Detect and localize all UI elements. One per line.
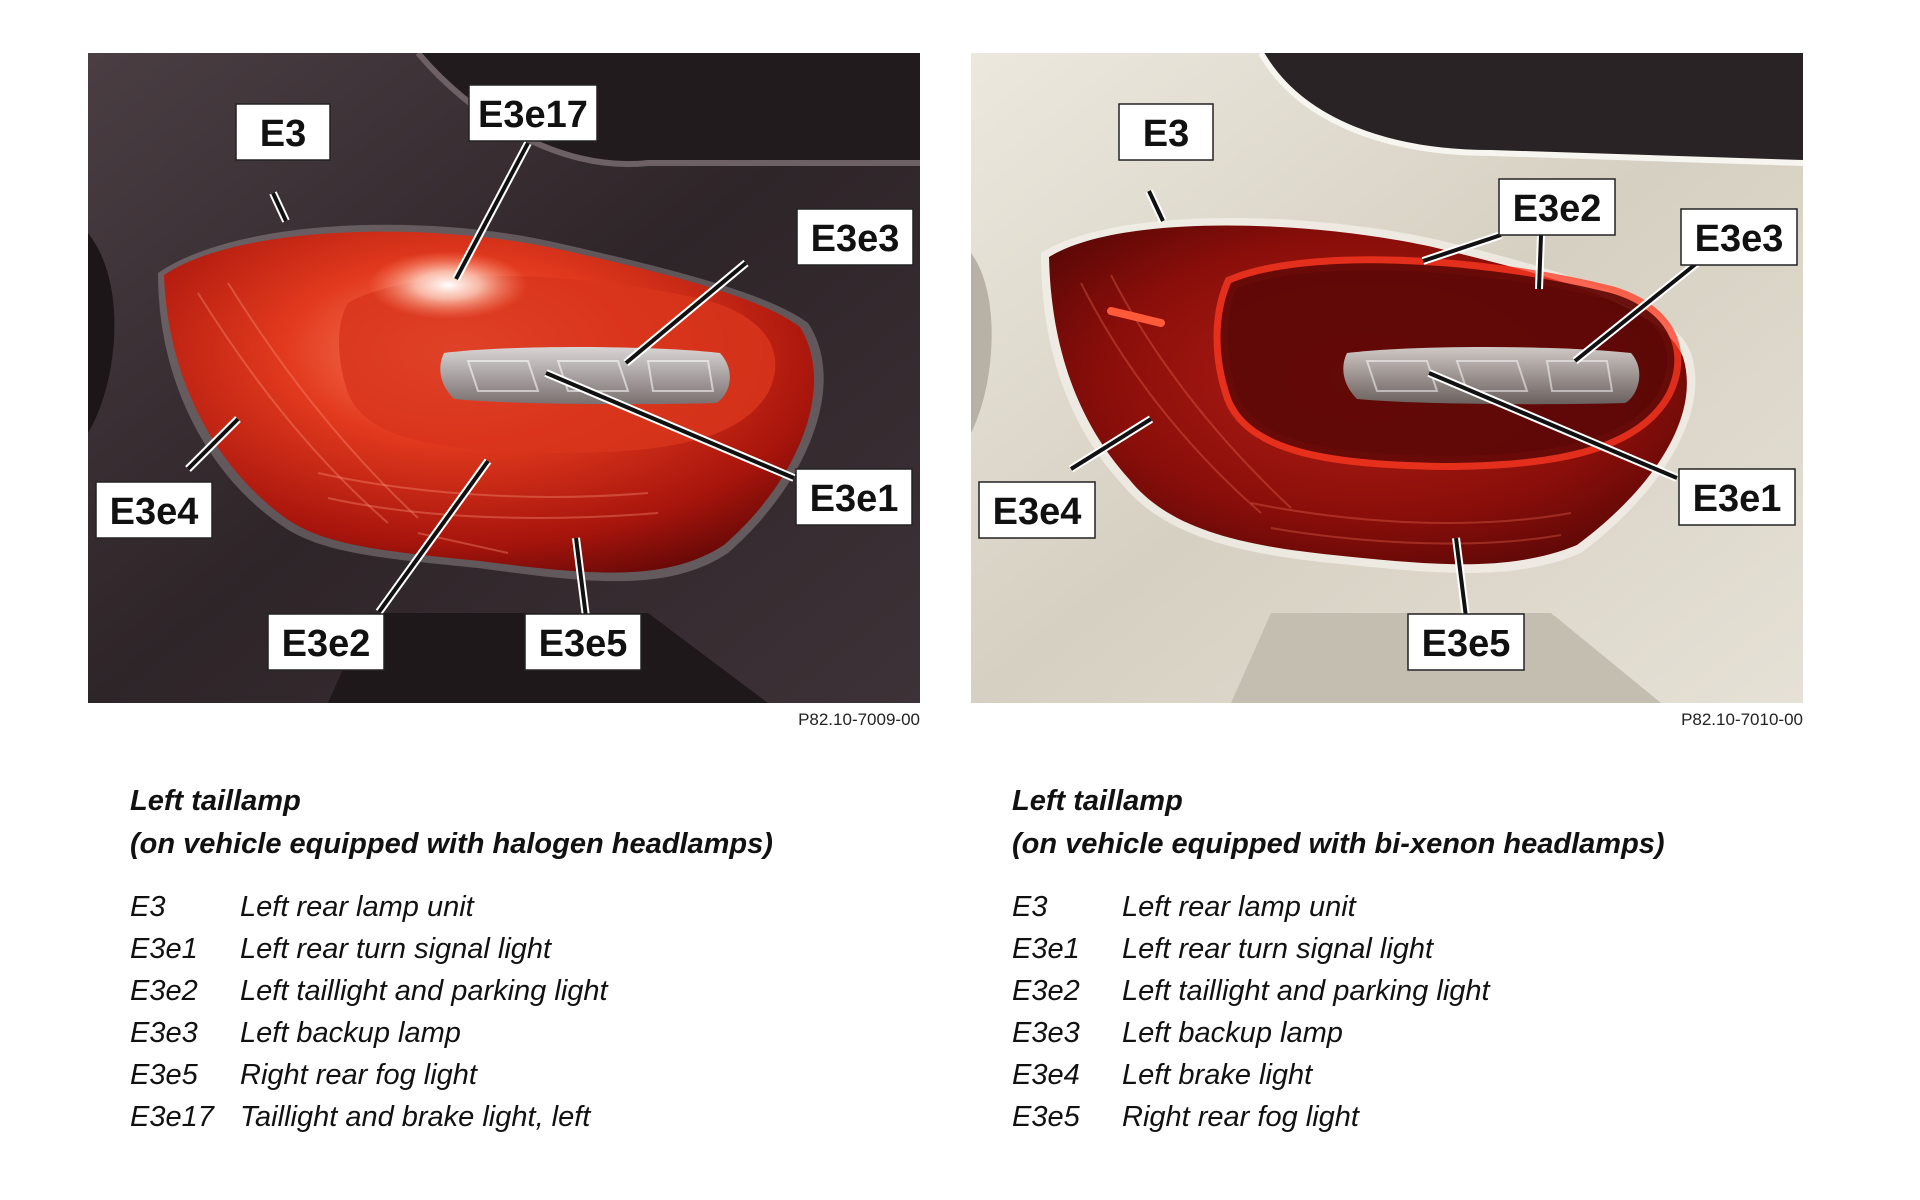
legend-description: Left taillight and parking light xyxy=(1122,975,1490,1007)
bixenon-figure-caption: Left taillamp (on vehicle equipped with … xyxy=(1012,780,1812,866)
callout-e3e3: E3e3 xyxy=(796,208,914,266)
legend-row: E3e17 Taillight and brake light, left xyxy=(130,1096,930,1138)
legend-row: E3 Left rear lamp unit xyxy=(130,886,930,928)
legend-row: E3e2 Left taillight and parking light xyxy=(1012,970,1812,1012)
legend-code: E3e2 xyxy=(1012,975,1080,1007)
legend-description: Left rear turn signal light xyxy=(240,933,552,965)
svg-text:E3e1: E3e1 xyxy=(810,478,899,520)
leader-lines xyxy=(1068,189,1700,618)
legend-row: E3e4 Left brake light xyxy=(1012,1054,1812,1096)
body-shadow-left xyxy=(88,233,115,433)
svg-text:E3e2: E3e2 xyxy=(282,623,371,665)
svg-text:E3: E3 xyxy=(260,113,306,155)
brake-light-glow xyxy=(368,251,528,319)
halogen-figure-caption: Left taillamp (on vehicle equipped with … xyxy=(130,780,930,866)
svg-text:E3e5: E3e5 xyxy=(539,623,628,665)
svg-text:E3e2: E3e2 xyxy=(1513,188,1602,230)
callout-e3e2: E3e2 xyxy=(267,613,385,671)
caption-subtitle: (on vehicle equipped with halogen headla… xyxy=(130,828,773,860)
legend-description: Right rear fog light xyxy=(1122,1101,1359,1133)
body-shadow-left xyxy=(971,253,992,433)
legend-row: E3e5 Right rear fog light xyxy=(130,1054,930,1096)
legend-code: E3e1 xyxy=(1012,933,1080,965)
legend-code: E3e3 xyxy=(1012,1017,1080,1049)
figure-reference-code: P82.10-7010-00 xyxy=(1681,710,1803,729)
svg-text:E3e3: E3e3 xyxy=(811,218,900,260)
callout-e3e4: E3e4 xyxy=(95,481,213,539)
callout-e3e5: E3e5 xyxy=(524,613,642,671)
legend-code: E3 xyxy=(130,891,166,923)
legend-row: E3e3 Left backup lamp xyxy=(1012,1012,1812,1054)
callout-e3e17: E3e17 xyxy=(468,84,598,142)
window-trim-line xyxy=(1258,53,1803,166)
legend-code: E3e17 xyxy=(130,1101,214,1133)
figure-reference-code: P82.10-7009-00 xyxy=(798,710,920,729)
legend-description: Left backup lamp xyxy=(240,1017,461,1049)
legend-description: Taillight and brake light, left xyxy=(240,1101,591,1133)
legend-code: E3e4 xyxy=(1012,1059,1080,1091)
caption-title: Left taillamp xyxy=(1012,785,1183,817)
svg-text:E3e3: E3e3 xyxy=(1695,218,1784,260)
bixenon-taillamp-figure: E3 E3e2 E3e3 E3e4 E3e1 E3e5 xyxy=(971,53,1803,703)
caption-subtitle: (on vehicle equipped with bi-xenon headl… xyxy=(1012,828,1665,860)
svg-text:E3e17: E3e17 xyxy=(478,94,588,136)
halogen-taillamp-figure: E3 E3e17 E3e3 E3e4 E3e1 E3e2 E3e5 xyxy=(88,53,920,703)
callout-e3e1: E3e1 xyxy=(795,468,913,526)
reflector-ridges xyxy=(1080,274,1572,545)
legend-description: Left backup lamp xyxy=(1122,1017,1343,1049)
backup-lens-detail xyxy=(1365,360,1614,392)
svg-text:E3e5: E3e5 xyxy=(1422,623,1511,665)
callout-e3e4: E3e4 xyxy=(978,481,1096,539)
callout-e3e5: E3e5 xyxy=(1407,613,1525,671)
callout-e3: E3 xyxy=(1118,103,1214,161)
legend-row: E3e2 Left taillight and parking light xyxy=(130,970,930,1012)
legend-description: Left taillight and parking light xyxy=(240,975,608,1007)
callout-e3: E3 xyxy=(235,103,331,161)
bixenon-legend-list: E3 Left rear lamp unit E3e1 Left rear tu… xyxy=(1012,886,1812,1138)
legend-row: E3e5 Right rear fog light xyxy=(1012,1096,1812,1138)
legend-code: E3e2 xyxy=(130,975,198,1007)
legend-row: E3e1 Left rear turn signal light xyxy=(130,928,930,970)
callout-e3e2: E3e2 xyxy=(1498,178,1616,236)
legend-description: Right rear fog light xyxy=(240,1059,477,1091)
legend-row: E3 Left rear lamp unit xyxy=(1012,886,1812,928)
legend-code: E3e1 xyxy=(130,933,198,965)
svg-text:E3e1: E3e1 xyxy=(1693,478,1782,520)
legend-row: E3e1 Left rear turn signal light xyxy=(1012,928,1812,970)
halogen-taillamp-illustration: E3 E3e17 E3e3 E3e4 E3e1 E3e2 E3e5 xyxy=(88,53,920,703)
callout-e3e3: E3e3 xyxy=(1680,208,1798,266)
legend-code: E3e5 xyxy=(130,1059,198,1091)
legend-code: E3 xyxy=(1012,891,1048,923)
legend-code: E3e5 xyxy=(1012,1101,1080,1133)
legend-description: Left rear turn signal light xyxy=(1122,933,1434,965)
svg-text:E3e4: E3e4 xyxy=(110,491,199,533)
legend-code: E3e3 xyxy=(130,1017,198,1049)
bixenon-taillamp-illustration: E3 E3e2 E3e3 E3e4 E3e1 E3e5 xyxy=(971,53,1803,703)
reflector-ridges xyxy=(197,282,659,554)
svg-text:E3e4: E3e4 xyxy=(993,491,1082,533)
callout-e3e1: E3e1 xyxy=(1678,468,1796,526)
backup-lamp-lens xyxy=(440,347,730,405)
legend-description: Left brake light xyxy=(1122,1059,1313,1091)
svg-text:E3: E3 xyxy=(1143,113,1189,155)
rear-window-area xyxy=(1261,53,1803,163)
leader-lines xyxy=(185,141,796,618)
halogen-legend-list: E3 Left rear lamp unit E3e1 Left rear tu… xyxy=(130,886,930,1138)
legend-description: Left rear lamp unit xyxy=(240,891,474,923)
legend-row: E3e3 Left backup lamp xyxy=(130,1012,930,1054)
legend-description: Left rear lamp unit xyxy=(1122,891,1356,923)
caption-title: Left taillamp xyxy=(130,785,301,817)
side-marker-strip xyxy=(1107,307,1165,327)
